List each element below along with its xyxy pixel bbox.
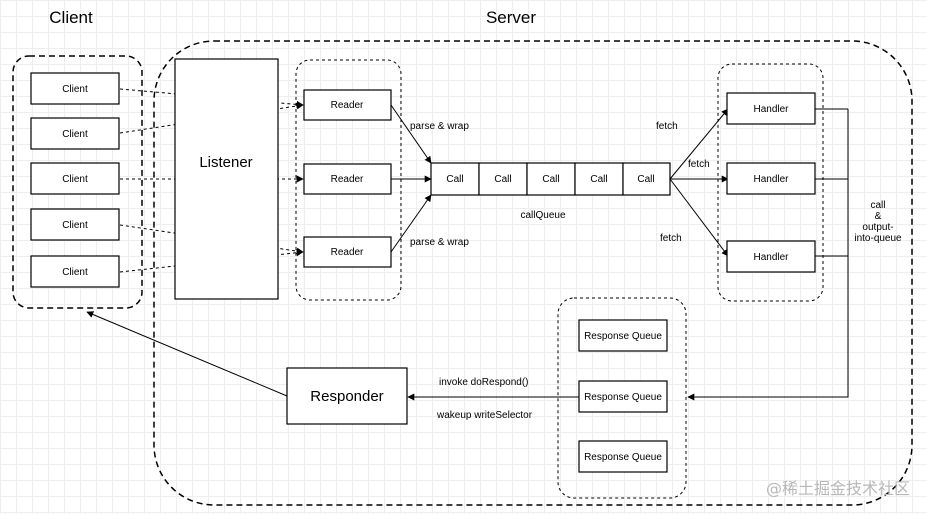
handler-label: Handler: [753, 104, 789, 115]
client-box: Client: [30, 72, 120, 105]
responder-box: Responder: [286, 367, 408, 425]
svg-text:into-queue: into-queue: [854, 233, 902, 244]
responder-label: Responder: [310, 388, 383, 405]
handler-label: Handler: [753, 174, 789, 185]
call-cell: [574, 162, 624, 196]
client-title: Client: [49, 8, 93, 27]
client-label: Client: [62, 220, 88, 231]
call-cell: [526, 162, 576, 196]
call-label: Call: [542, 174, 559, 185]
call-queue: Call Call Call Call Call: [430, 162, 671, 196]
reader-box: Reader: [303, 236, 392, 268]
response-queue-label: Response Queue: [584, 392, 662, 403]
reader-box: Reader: [303, 89, 392, 121]
reader-to-queue-1: [390, 104, 432, 164]
handler-output-bus: [687, 109, 849, 401]
client-label: Client: [62, 129, 88, 140]
listener-box: Listener: [174, 58, 279, 300]
client-label: Client: [62, 267, 88, 278]
server-group: [153, 40, 913, 506]
call-label: Call: [637, 174, 654, 185]
fetch-label: fetch: [660, 233, 682, 244]
reader-box: Reader: [303, 163, 392, 195]
invoke-label: invoke doRespond(): [439, 377, 529, 388]
fetch-label: fetch: [688, 159, 710, 170]
response-queue-label: Response Queue: [584, 331, 662, 342]
client-label: Client: [62, 174, 88, 185]
reader-label: Reader: [331, 247, 364, 258]
server-title: Server: [486, 8, 536, 27]
queue-to-handler-3: [669, 178, 729, 257]
parse-wrap-label: parse & wrap: [410, 237, 469, 248]
handler-group: [717, 63, 824, 302]
reader-label: Reader: [331, 174, 364, 185]
handler-box: Handler: [726, 162, 816, 195]
watermark: @稀土掘金技术社区: [766, 479, 910, 498]
response-queue-box: Response Queue: [578, 319, 668, 352]
call-label: Call: [590, 174, 607, 185]
queue-to-handler-1: [669, 108, 729, 180]
svg-text:call: call: [870, 200, 885, 211]
handler-output-label: call & output- into-queue: [854, 200, 902, 244]
svg-text:output-: output-: [862, 222, 893, 233]
parse-wrap-label: parse & wrap: [410, 121, 469, 132]
handler-box: Handler: [726, 240, 816, 273]
fetch-label: fetch: [656, 121, 678, 132]
response-queue-group: [557, 297, 687, 499]
listener-label: Listener: [199, 154, 252, 171]
svg-text:&: &: [875, 211, 882, 222]
reader-group: [295, 59, 402, 301]
reader-label: Reader: [331, 100, 364, 111]
responder-to-client: [86, 311, 288, 397]
call-queue-label: callQueue: [520, 210, 565, 221]
reader-to-queue-3: [390, 194, 432, 253]
call-cell: [430, 162, 480, 196]
handler-box: Handler: [726, 92, 816, 125]
call-label: Call: [446, 174, 463, 185]
call-cell: [622, 162, 671, 196]
handler-label: Handler: [753, 252, 789, 263]
call-cell: [478, 162, 528, 196]
wakeup-label: wakeup writeSelector: [436, 410, 533, 421]
response-queue-label: Response Queue: [584, 452, 662, 463]
client-label: Client: [62, 84, 88, 95]
client-group: [12, 55, 143, 309]
client-box: Client: [30, 255, 120, 288]
response-queue-box: Response Queue: [578, 440, 668, 473]
client-box: Client: [30, 162, 120, 195]
response-queue-box: Response Queue: [578, 380, 668, 413]
client-box: Client: [30, 208, 120, 241]
call-label: Call: [494, 174, 511, 185]
client-box: Client: [30, 117, 120, 150]
